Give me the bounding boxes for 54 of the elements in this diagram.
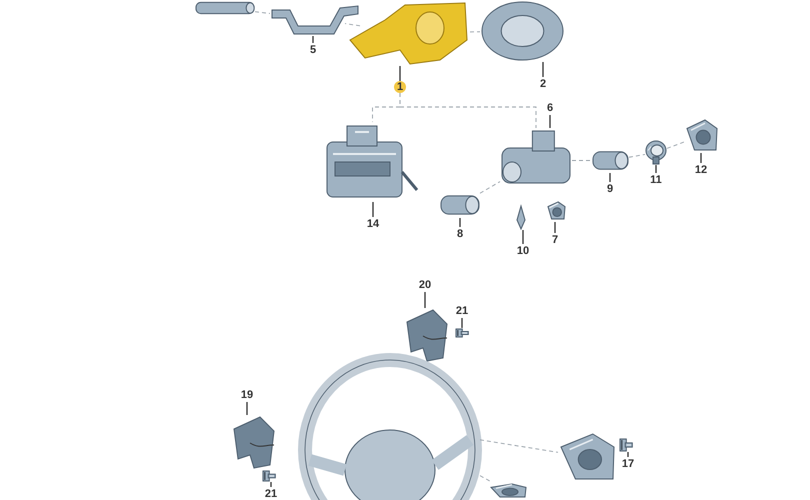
leader-line: [700, 153, 702, 163]
callout-number: 10: [514, 244, 532, 258]
dashed-assembly-line: [254, 11, 270, 14]
callout-number: 21: [262, 487, 280, 500]
callout-number: 8: [454, 227, 466, 241]
pin-drawing: [515, 205, 527, 230]
dashed-assembly-line: [480, 475, 492, 482]
callout-number: 17: [619, 457, 637, 471]
leader-line: [542, 62, 544, 77]
dashed-assembly-line: [400, 92, 536, 128]
cover-drawing: [684, 118, 719, 153]
dashed-assembly-line: [470, 31, 480, 32]
clock-spring-drawing: [480, 0, 565, 62]
callout-number: 19: [238, 388, 256, 402]
button-panel-drawing: [488, 482, 528, 500]
leader-line: [399, 66, 401, 81]
steering-wheel-drawing: [295, 350, 480, 500]
leader-line: [312, 36, 314, 43]
leader-line: [627, 452, 629, 457]
callout-number: 6: [544, 101, 556, 115]
callout-number: 5: [307, 43, 319, 57]
ring-clip-drawing: [645, 140, 667, 165]
dashed-assembly-line: [628, 154, 646, 158]
dashed-assembly-line: [666, 142, 684, 149]
leader-line: [554, 222, 556, 233]
callout-number: 21: [453, 304, 471, 318]
button-panel-drawing: [558, 432, 616, 482]
callout-number: 2: [537, 77, 549, 91]
callout-number: 12: [692, 163, 710, 177]
shaft-drawing: [195, 0, 255, 16]
dashed-assembly-line: [572, 160, 592, 161]
leader-line: [459, 218, 461, 227]
callout-number: 11: [647, 173, 665, 187]
leader-line: [372, 202, 374, 217]
screw-drawing: [619, 438, 633, 452]
leader-line: [609, 173, 611, 182]
leader-line: [461, 318, 463, 328]
callout-number: 14: [364, 217, 382, 231]
screw-drawing: [262, 470, 276, 482]
leader-line: [522, 230, 524, 244]
leader-line: [655, 165, 657, 173]
leader-line: [270, 482, 272, 487]
leader-line: [246, 402, 248, 415]
callout-number: 1: [394, 81, 406, 93]
leader-line: [549, 115, 551, 128]
dashed-assembly-line: [480, 181, 500, 194]
leader-line: [424, 292, 426, 308]
callout-number: 20: [416, 278, 434, 292]
callout-number: 9: [604, 182, 616, 196]
callout-number: 7: [549, 233, 561, 247]
dashed-assembly-line: [344, 23, 360, 26]
screw-drawing: [455, 328, 469, 338]
dashed-assembly-line: [480, 439, 558, 453]
switch-drawing: [545, 200, 567, 222]
